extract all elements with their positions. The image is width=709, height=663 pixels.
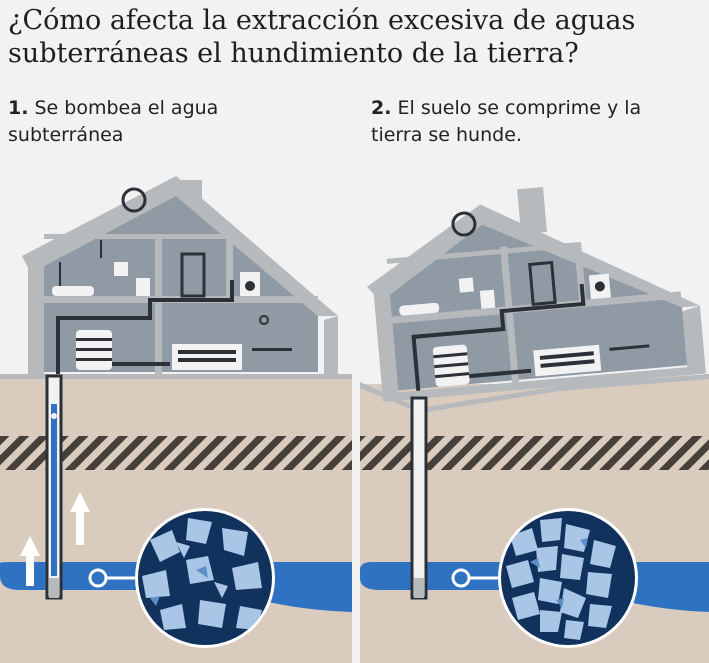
ground-surface-1 <box>0 374 352 379</box>
attic-window-icon <box>451 211 477 237</box>
rock-particles-loose <box>142 518 262 630</box>
chimney-2 <box>517 187 547 235</box>
step-2-number: 2. <box>371 97 392 119</box>
well-pump-1 <box>49 578 59 598</box>
zoom-marker-1 <box>88 568 108 588</box>
bathtub-icon <box>52 286 94 296</box>
panel-2 <box>360 187 709 663</box>
table-icon <box>609 344 650 351</box>
rock-particles-compressed <box>506 518 616 640</box>
door-icon <box>180 252 206 298</box>
up-arrow-icon <box>20 492 90 586</box>
sink-icon <box>458 277 474 293</box>
attic-window-icon <box>121 187 147 213</box>
page-title: ¿Cómo afecta la extracción excesiva de a… <box>8 5 636 69</box>
zoom-marker-2 <box>451 568 471 588</box>
well-pipe-2 <box>410 396 428 600</box>
step-2-caption: 2. El suelo se comprime y la tierra se h… <box>371 95 691 149</box>
clock-icon <box>259 315 269 325</box>
panel-1 <box>0 176 352 663</box>
table-icon <box>252 348 292 351</box>
sink-icon <box>114 262 128 276</box>
step-1-number: 1. <box>8 97 29 119</box>
kitchen-counter-icon <box>172 344 242 370</box>
toilet-icon <box>479 289 496 309</box>
well-pump-2 <box>414 578 424 598</box>
water-flow-1 <box>51 404 57 576</box>
step-1-text: Se bombea el agua subterránea <box>8 97 219 146</box>
step-1-caption: 1. Se bombea el agua subterránea <box>8 95 328 149</box>
bathtub-icon <box>399 302 440 316</box>
toilet-icon <box>136 278 150 296</box>
house-1 <box>22 176 338 376</box>
panel-divider <box>352 372 360 663</box>
door-icon <box>528 260 557 306</box>
step-2-text: El suelo se comprime y la tierra se hund… <box>371 97 642 146</box>
house-2 <box>367 187 706 402</box>
ground-surface-2 <box>360 374 709 413</box>
